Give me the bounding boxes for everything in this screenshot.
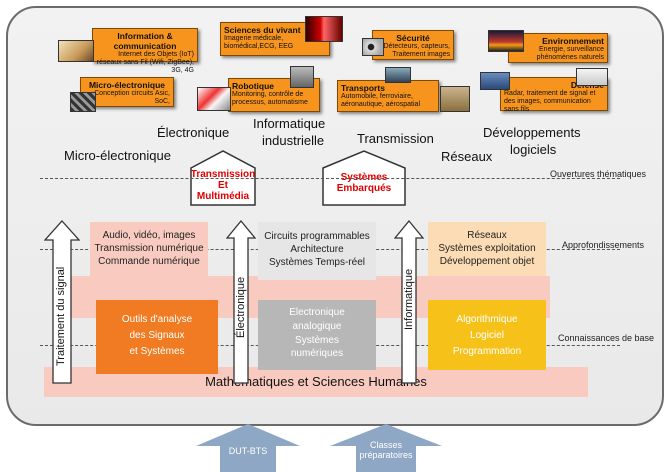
level-label-ouvertures: Ouvertures thématiques (550, 169, 647, 179)
arrow-label: Électronique (235, 276, 247, 338)
block-line: Audio, vidéo, images (102, 230, 196, 241)
arrow-shape (226, 220, 256, 384)
circuit-photo (70, 92, 96, 112)
domain-developpements-1: Développements (483, 125, 581, 140)
arrow-shape (44, 220, 80, 384)
block-line: Logiciel (470, 330, 504, 341)
arrow-label: Traitement du signal (55, 266, 67, 366)
domain-informatique-1: Informatique (253, 116, 326, 131)
block-line: Algorithmique (456, 314, 518, 325)
block-audio-video: Audio, vidéo, images Transmission numéri… (90, 222, 208, 276)
card-desc: Radar, traitement de signal et des image… (504, 90, 596, 113)
house-text-1: Systèmes (340, 172, 388, 183)
domain-reseaux: Réseaux (441, 149, 493, 164)
airplane-photo (440, 86, 470, 112)
arrow-shape (330, 424, 442, 472)
card-title: Micro-électronique (88, 80, 166, 90)
block-outils-analyse: Outils d'analyse des Signaux et Systèmes (96, 300, 218, 374)
robot-arm-photo (197, 87, 231, 111)
block-line: Systèmes exploitation (438, 243, 536, 254)
card-desc: Monitoring, contrôle de processus, autom… (232, 91, 308, 106)
card-title: Sécurité (396, 33, 430, 43)
jet-photo (576, 68, 608, 86)
arrow-label: Informatique (403, 268, 415, 330)
block-line: Commande numérique (98, 256, 200, 267)
block-line: Transmission numérique (94, 243, 204, 254)
sunset-photo (488, 30, 524, 52)
block-line: Systèmes (295, 335, 339, 346)
block-electronique-analogique: Electronique analogique Systèmes numériq… (258, 300, 376, 370)
card-title: Robotique (232, 81, 275, 91)
entry-arrow-classes-preparatoires: Classes préparatoires (330, 424, 442, 472)
card-title: Environnement (542, 36, 604, 46)
domain-micro-electronique: Micro-électronique (64, 148, 171, 163)
domain-informatique-2: industrielle (262, 133, 325, 148)
level-label-connaissances: Connaissances de base (558, 333, 655, 343)
card-title: Sciences du vivant (224, 25, 301, 35)
house-text-3: Multimédia (196, 191, 250, 202)
ecg-photo (305, 16, 343, 42)
entry-label-classes-2: préparatoires (359, 450, 413, 460)
domain-electronique: Électronique (157, 125, 230, 140)
arrow-informatique: Informatique (394, 220, 424, 384)
block-line: Electronique (289, 307, 345, 318)
block-line: et Systèmes (129, 346, 185, 357)
card-desc: Energie, surveillance phénomènes naturel… (536, 46, 604, 61)
block-reseaux: Réseaux Systèmes exploitation Développem… (428, 222, 546, 276)
arrow-traitement-signal: Traitement du signal (44, 220, 80, 384)
block-algorithmique: Algorithmique Logiciel Programmation (428, 300, 546, 370)
card-desc: Automobile, ferroviaire, aéronautique, a… (341, 93, 421, 108)
card-information-communication: Information & communication Internet des… (92, 28, 198, 74)
robot-photo (290, 66, 314, 88)
house-text-2: Embarqués (336, 183, 392, 194)
block-line: des Signaux (129, 330, 185, 341)
card-transports: Transports Automobile, ferroviaire, aéro… (337, 80, 439, 112)
card-securite: Sécurité Détecteurs, capteurs, Traitemen… (372, 30, 454, 60)
block-line: Programmation (452, 346, 522, 357)
block-circuits: Circuits programmables Architecture Syst… (258, 222, 376, 280)
entry-arrow-dut-bts: DUT-BTS (196, 424, 300, 472)
block-line: Développement objet (439, 256, 535, 267)
house-text-1: Transmission (190, 169, 256, 180)
block-line: Réseaux (467, 230, 507, 241)
card-desc: Imagerie médicale, biomédical,ECG, EEG (224, 35, 294, 50)
arrow-shape (394, 220, 424, 384)
level-label-approfondissements: Approfondissements (562, 240, 645, 250)
ship-photo (480, 72, 510, 90)
satellite-dish-photo (58, 40, 94, 62)
domain-transmission: Transmission (357, 131, 434, 146)
card-title: Transports (341, 83, 385, 93)
entry-label-dut: DUT-BTS (228, 446, 268, 456)
truck-photo (385, 67, 411, 83)
block-line: Systèmes Temps-réel (269, 257, 365, 268)
block-line: numériques (290, 348, 344, 359)
block-line: Circuits programmables (264, 231, 370, 242)
block-line: Outils d'analyse (121, 314, 193, 325)
card-desc: Internet des Objets (IoT) réseaux sans F… (96, 51, 194, 74)
card-title: Information & communication (113, 31, 177, 51)
camera-photo (362, 38, 384, 56)
block-line: analogique (292, 321, 342, 332)
arrow-electronique: Électronique (226, 220, 256, 384)
card-desc: Détecteurs, capteurs, Traitement images (383, 43, 450, 58)
card-desc: Conception circuits Asic, SoC, (94, 90, 170, 105)
domain-developpements-2: logiciels (510, 142, 557, 157)
foundation-label: Mathématiques et Sciences Humaines (205, 374, 427, 389)
arrow-shape (196, 424, 300, 472)
house-text-2: Et (218, 180, 228, 191)
entry-label-classes-1: Classes (369, 440, 402, 450)
level-line-ouvertures (40, 178, 620, 179)
block-line: Architecture (290, 244, 344, 255)
